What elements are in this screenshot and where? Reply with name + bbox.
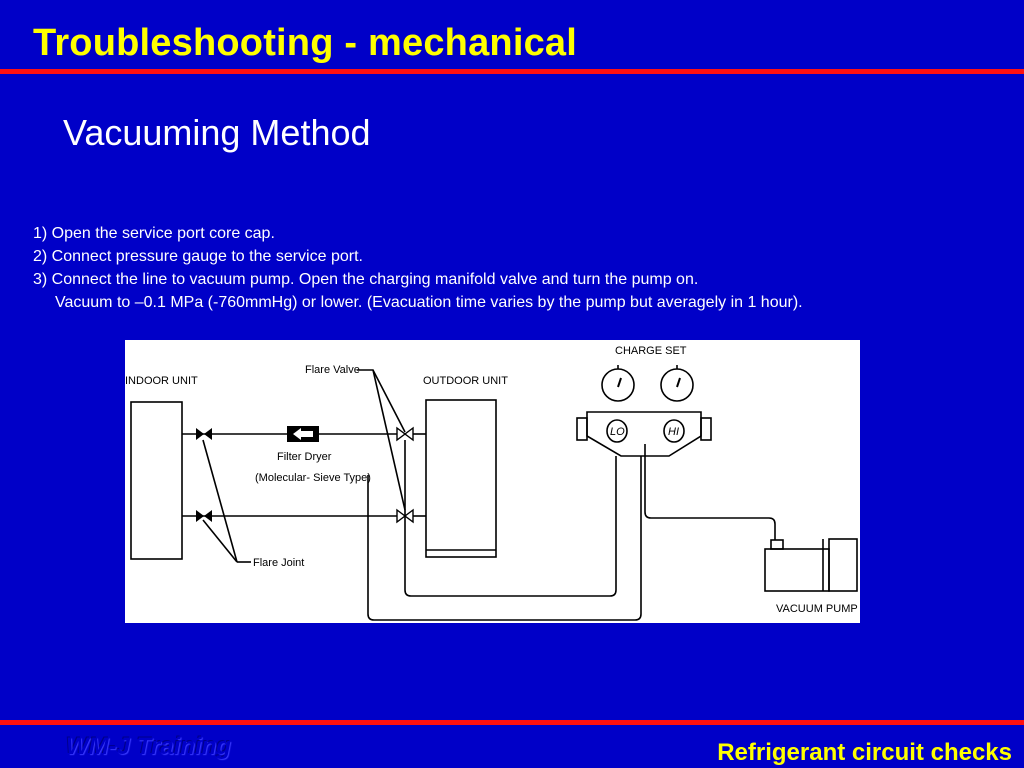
steps-list: 1) Open the service port core cap. 2) Co… — [33, 222, 803, 314]
label-charge-set: CHARGE SET — [615, 345, 687, 357]
footer-watermark: WM-J Training — [66, 733, 231, 760]
slide-title: Troubleshooting - mechanical — [33, 22, 578, 64]
indoor-valve-bottom — [196, 510, 212, 522]
label-flare-joint: Flare Joint — [253, 557, 304, 569]
vacuum-pump-body — [764, 548, 830, 592]
label-filter-dryer: Filter Dryer — [277, 451, 332, 463]
title-divider — [0, 69, 1024, 74]
outdoor-valve-top — [396, 426, 414, 442]
label-lo: LO — [610, 426, 625, 438]
label-filter-type: (Molecular- Sieve Type) — [255, 472, 371, 484]
indoor-unit-box — [130, 401, 183, 560]
step-1: 1) Open the service port core cap. — [33, 225, 275, 242]
outdoor-valve-bottom — [396, 508, 414, 524]
step-3-note: Vacuum to –0.1 MPa (-760mmHg) or lower. … — [55, 294, 803, 311]
slide-subtitle: Vacuuming Method — [63, 112, 371, 153]
footer-divider — [0, 720, 1024, 725]
vacuum-diagram: INDOOR UNIT OUTDOOR UNIT Flare Valve Fil… — [125, 340, 860, 623]
label-hi: HI — [668, 426, 679, 438]
footer-section-title: Refrigerant circuit checks — [717, 739, 1012, 766]
diagram-svg: INDOOR UNIT OUTDOOR UNIT Flare Valve Fil… — [125, 345, 858, 621]
indoor-valve-top — [196, 428, 212, 440]
label-vacuum-pump: VACUUM PUMP — [776, 603, 858, 615]
label-outdoor-unit: OUTDOOR UNIT — [423, 375, 508, 387]
step-3: 3) Connect the line to vacuum pump. Open… — [33, 271, 699, 288]
step-2: 2) Connect pressure gauge to the service… — [33, 248, 363, 265]
label-indoor-unit: INDOOR UNIT — [125, 375, 198, 387]
label-flare-valve: Flare Valve — [305, 364, 360, 376]
outdoor-unit-box — [425, 399, 497, 558]
